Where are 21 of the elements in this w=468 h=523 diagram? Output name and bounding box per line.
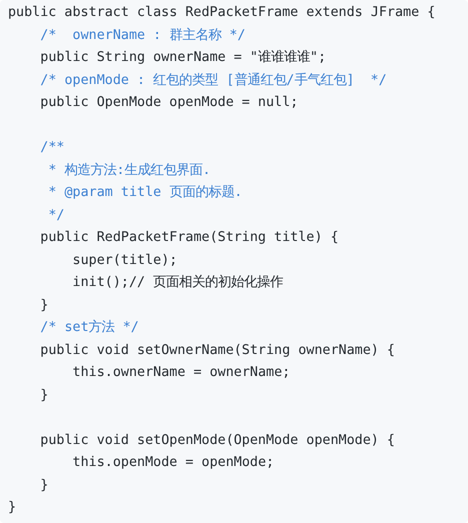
code-line: }	[40, 476, 48, 494]
code-comment: /**	[40, 139, 64, 157]
code-line: init();// 页面相关的初始化操作	[72, 274, 284, 292]
code-line: this.openMode = openMode;	[72, 454, 274, 472]
code-comment: * 构造方法:生成红包界面.	[48, 162, 211, 180]
code-line: public abstract class RedPacketFrame extends JFrame {	[8, 4, 436, 22]
code-line: }	[40, 296, 48, 314]
code-line: super(title);	[72, 252, 178, 270]
code-comment: /* ownerName : 群主名称 */	[40, 26, 246, 44]
code-comment: /* set方法 */	[40, 319, 139, 337]
code-line: public void setOpenMode(OpenMode openMode) {	[40, 432, 395, 450]
code-line: public String ownerName = "谁谁谁谁";	[40, 49, 326, 67]
code-line: public RedPacketFrame(String title) {	[40, 229, 339, 247]
code-line: }	[40, 386, 48, 404]
code-line: }	[8, 499, 16, 517]
code-comment: */	[48, 206, 64, 224]
code-line: this.ownerName = ownerName;	[72, 364, 290, 382]
code-line: public void setOwnerName(String ownerName) {	[40, 342, 395, 360]
code-comment: /* openMode : 红包的类型 [普通红包/手气红包] */	[40, 72, 387, 90]
code-line: public OpenMode openMode = null;	[40, 94, 298, 112]
code-comment: * @param title 页面的标题.	[48, 184, 242, 202]
